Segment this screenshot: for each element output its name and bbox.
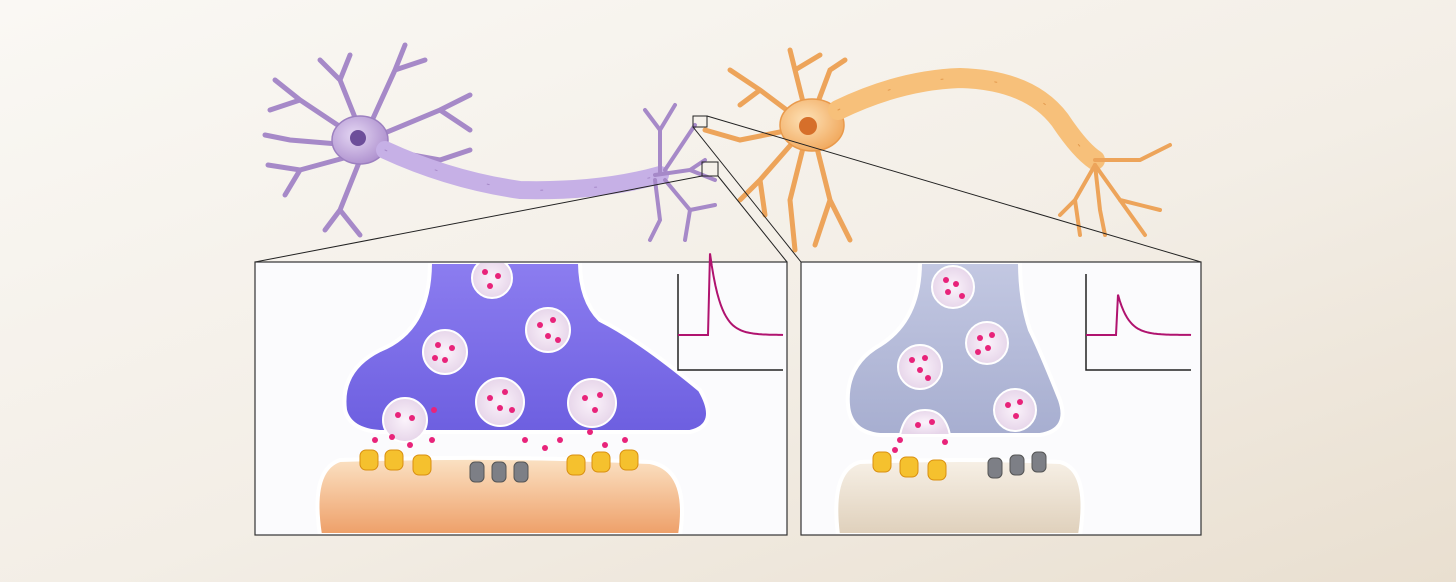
presynaptic-axon-terminals: [643, 103, 717, 242]
synaptic-vesicles: [382, 263, 617, 443]
presynaptic-neuron: [262, 42, 717, 242]
presynaptic-nucleus: [350, 130, 366, 146]
zoom-indicators: [254, 115, 1202, 263]
postsynaptic-axon-terminals: [1058, 143, 1172, 237]
inactive-receptors: [469, 461, 529, 483]
weak-synapse-panel: [800, 261, 1202, 536]
zoom-box-weak: [692, 115, 708, 128]
strong-epsp-graph: [677, 253, 784, 371]
neurotransmitters: [892, 277, 1023, 453]
neurotransmitters: [372, 269, 628, 451]
graph-axes: [1085, 274, 1191, 371]
postsynaptic-axon: [828, 67, 1105, 170]
inactive-receptors: [987, 451, 1047, 479]
presynaptic-terminal: [342, 263, 710, 434]
epsp-trace: [1086, 294, 1192, 336]
active-receptors: [872, 451, 947, 481]
presynaptic-axon: [376, 141, 669, 200]
postsynaptic-dendrites: [702, 47, 853, 253]
zoom-box-strong: [701, 161, 719, 177]
postsynaptic-nucleus: [799, 117, 817, 135]
postsynaptic-membrane: [834, 458, 1085, 534]
epsp-trace: [678, 253, 784, 336]
postsynaptic-neuron: [702, 47, 1172, 253]
weak-epsp-graph: [1085, 274, 1192, 371]
postsynaptic-membrane: [315, 455, 684, 534]
strong-synapse-panel: [254, 253, 788, 536]
active-receptors: [359, 449, 639, 476]
presynaptic-dendrites: [262, 42, 473, 238]
graph-axes: [677, 274, 783, 371]
